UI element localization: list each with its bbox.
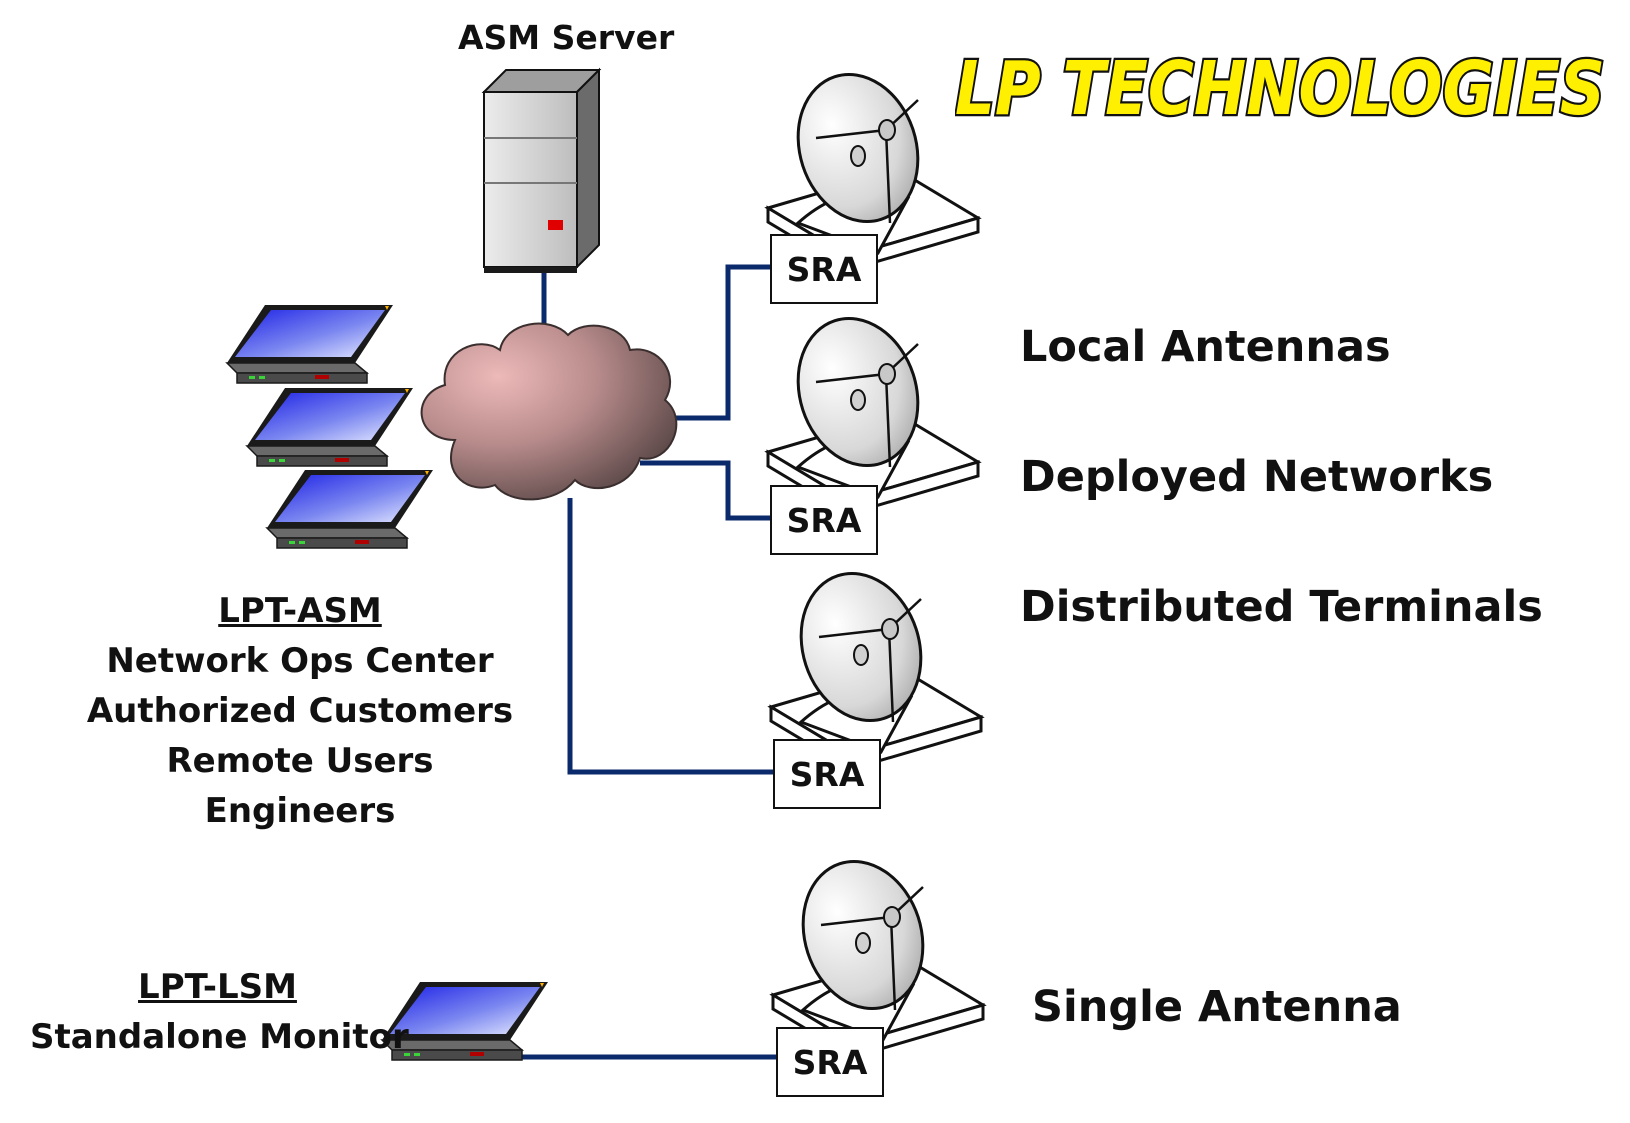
network-links — [500, 245, 778, 1060]
antenna-icon — [766, 301, 980, 516]
antenna-category-label: Distributed Terminals — [1020, 582, 1543, 632]
sra-box: SRA — [770, 234, 878, 304]
lsm-group-text: LPT-LSM Standalone Monitor — [30, 962, 409, 1062]
laptop-icon — [266, 469, 434, 549]
asm-line: Remote Users — [166, 741, 434, 781]
asm-line: Authorized Customers — [86, 691, 514, 731]
link-cloud-sra-2 — [640, 460, 770, 521]
svg-text:LP TECHNOLOGIES: LP TECHNOLOGIES — [955, 46, 1605, 132]
antenna-category-label: Local Antennas — [1020, 322, 1391, 372]
asm-group-text: LPT-ASM Network Ops Center Authorized Cu… — [80, 586, 520, 836]
antenna-icon — [769, 556, 983, 771]
sra-box: SRA — [776, 1027, 884, 1097]
asm-title: LPT-ASM — [218, 591, 382, 631]
sra-box: SRA — [770, 485, 878, 555]
network-cloud-icon — [420, 322, 678, 501]
single-antenna-label: Single Antenna — [1032, 982, 1402, 1032]
server-label: ASM Server — [458, 18, 675, 57]
laptop-icon — [246, 387, 414, 467]
link-cloud-sra-1 — [665, 264, 770, 421]
asm-server-icon — [481, 67, 602, 273]
lsm-title: LPT-LSM — [138, 967, 297, 1007]
asm-line: Engineers — [204, 791, 396, 831]
antenna-category-label: Deployed Networks — [1020, 452, 1494, 502]
sra-box: SRA — [773, 739, 881, 809]
link-cloud-sra-3 — [567, 498, 775, 775]
laptop-icon — [226, 304, 394, 384]
lp-technologies-logo: LP TECHNOLOGIES — [955, 44, 1607, 132]
asm-line: Network Ops Center — [106, 641, 494, 681]
antenna-icon — [771, 844, 985, 1059]
lsm-subtitle: Standalone Monitor — [30, 1017, 409, 1057]
